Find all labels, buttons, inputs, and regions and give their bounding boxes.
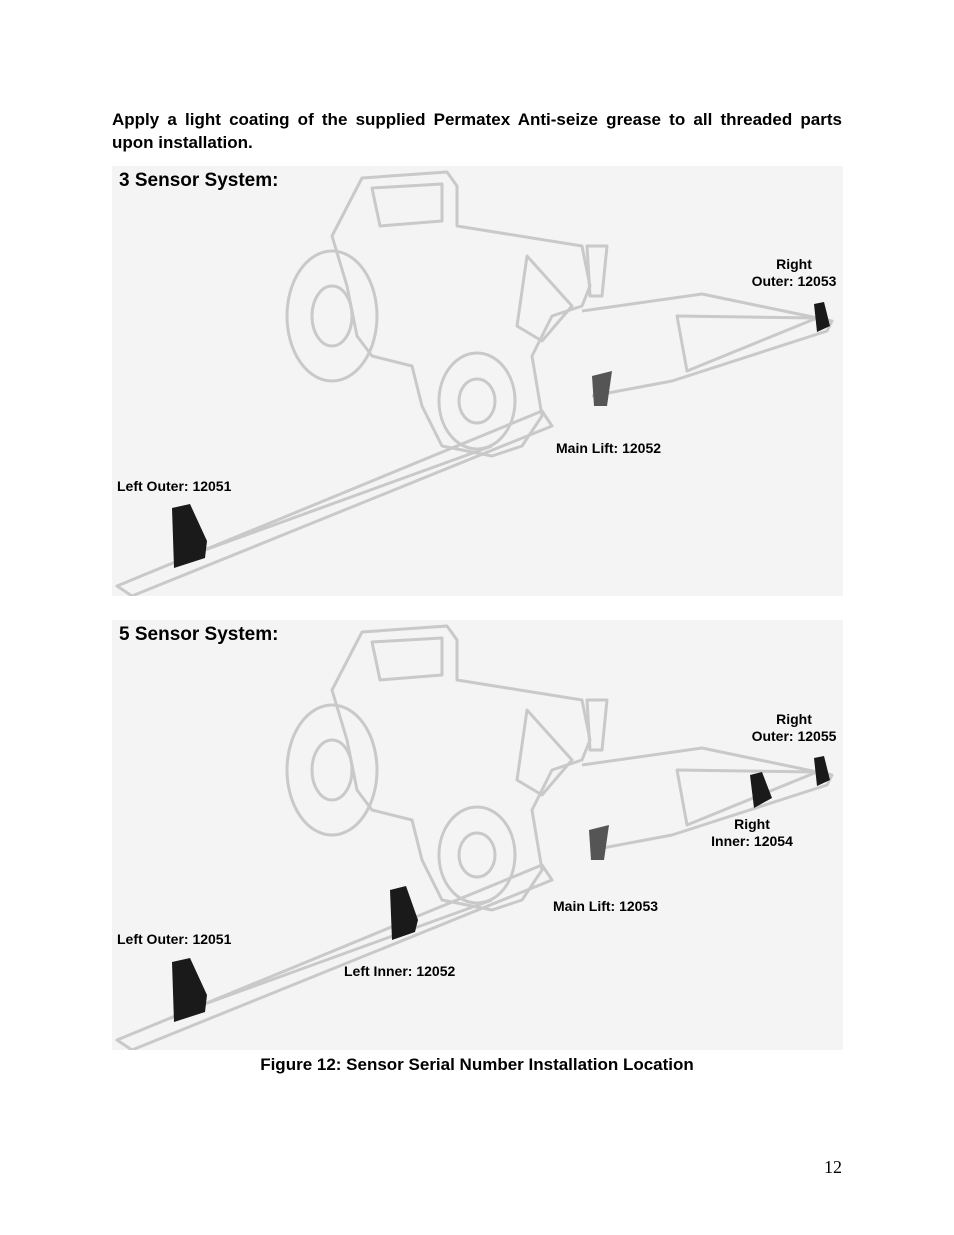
left-outer-sensor <box>172 958 207 1022</box>
label-line: Right <box>776 256 812 272</box>
right-inner-sensor <box>750 772 772 808</box>
label-left-inner: Left Inner: 12052 <box>344 963 456 979</box>
label-right-outer: Right Outer: 12055 <box>744 711 843 745</box>
left-outer-sensor <box>172 504 207 568</box>
panel-title: 3 Sensor System: <box>119 170 279 191</box>
label-line: Outer: 12053 <box>751 273 837 289</box>
right-outer-sensor <box>814 302 830 332</box>
label-left-outer: Left Outer: 12051 <box>117 478 232 494</box>
left-inner-sensor <box>390 886 418 940</box>
sprayer-illustration <box>115 624 834 1050</box>
page-number: 12 <box>824 1157 842 1177</box>
label-left-outer: Left Outer: 12051 <box>117 931 232 947</box>
sprayer-illustration <box>115 170 834 596</box>
main-lift-sensor <box>592 371 612 406</box>
label-line: Inner: 12054 <box>711 833 793 849</box>
label-right-outer: Right Outer: 12053 <box>744 256 843 290</box>
label-right-inner: Right Inner: 12054 <box>702 816 802 850</box>
label-main-lift: Main Lift: 12053 <box>553 898 659 914</box>
label-main-lift: Main Lift: 12052 <box>556 440 662 456</box>
label-line: Right <box>776 711 812 727</box>
five-sensor-diagram: 5 Sensor System: Right Outer: 12055 Righ… <box>112 620 843 1050</box>
sensor-shapes <box>172 756 830 1022</box>
sensor-shapes <box>172 302 830 568</box>
right-outer-sensor <box>814 756 830 786</box>
intro-paragraph: Apply a light coating of the supplied Pe… <box>112 110 842 152</box>
figure-caption: Figure 12: Sensor Serial Number Installa… <box>260 1055 694 1074</box>
three-sensor-diagram: 3 Sensor System: Right Outer: 12053 Main… <box>112 166 843 596</box>
main-lift-sensor <box>589 825 609 860</box>
label-line: Outer: 12055 <box>751 728 837 744</box>
panel-title: 5 Sensor System: <box>119 624 279 645</box>
label-line: Right <box>734 816 770 832</box>
